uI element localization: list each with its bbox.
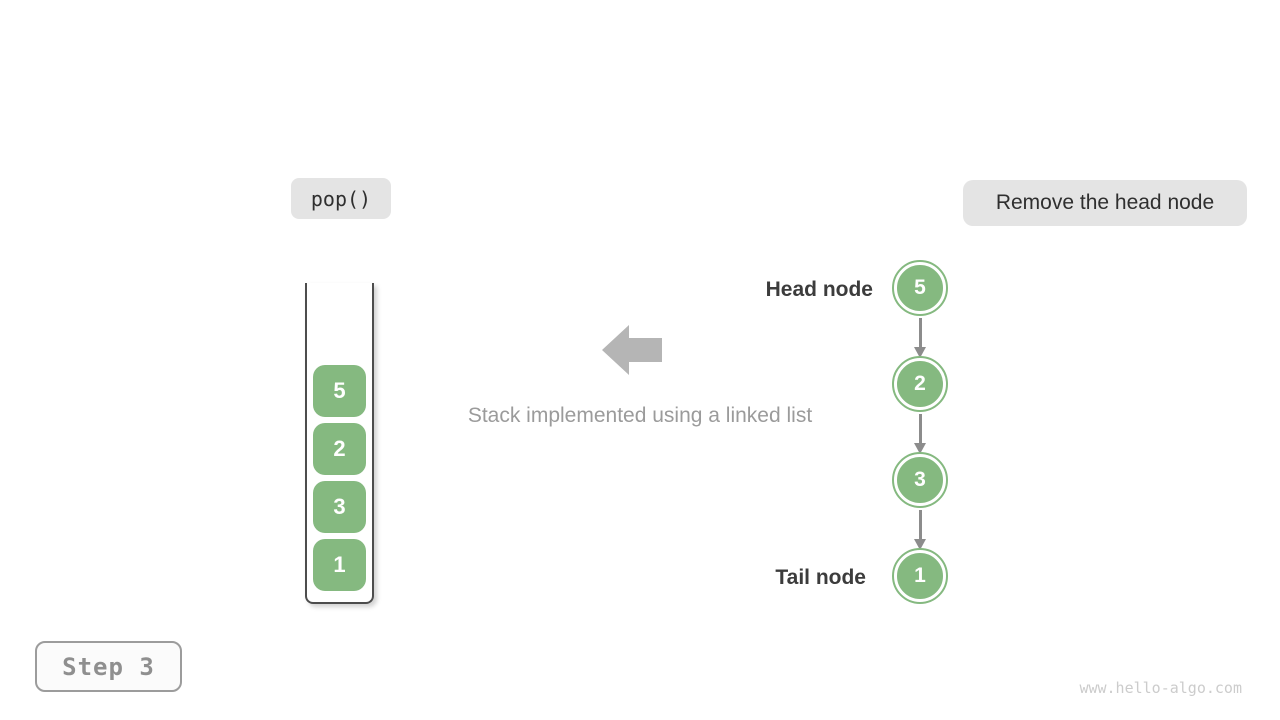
list-node-circle: 5 — [892, 260, 948, 316]
head-node-label: Head node — [765, 278, 873, 301]
stack-item: 2 — [313, 423, 366, 475]
arrow-head — [914, 539, 926, 550]
remove-head-node-badge: Remove the head node — [963, 180, 1247, 226]
arrow-head — [914, 347, 926, 358]
linked-list-node: 2 — [892, 356, 948, 454]
linked-list-node: 3 — [892, 452, 948, 550]
pop-operation-badge: pop() — [291, 178, 391, 219]
list-node-circle: 1 — [892, 548, 948, 604]
next-pointer-arrow-icon — [914, 410, 926, 454]
arrow-line — [918, 510, 922, 539]
stack-container: 5 2 3 1 — [305, 283, 374, 604]
diagram-caption: Stack implemented using a linked list — [467, 404, 813, 427]
list-node-circle: 3 — [892, 452, 948, 508]
arrow-head — [914, 443, 926, 454]
list-node-circle: 2 — [892, 356, 948, 412]
watermark-text: www.hello-algo.com — [1079, 679, 1242, 697]
next-pointer-arrow-icon — [914, 506, 926, 550]
tail-node-label: Tail node — [775, 566, 866, 589]
arrow-line — [918, 318, 922, 347]
linked-list-node: 5 — [892, 260, 948, 358]
next-pointer-arrow-icon — [914, 314, 926, 358]
step-badge: Step 3 — [35, 641, 182, 692]
stack-item: 5 — [313, 365, 366, 417]
linked-list-node: 1 — [892, 548, 948, 604]
linked-list: 5 2 3 — [891, 260, 949, 604]
arrow-line — [918, 414, 922, 443]
stack-item: 1 — [313, 539, 366, 591]
stack-item: 3 — [313, 481, 366, 533]
left-block-arrow-icon — [602, 325, 662, 375]
